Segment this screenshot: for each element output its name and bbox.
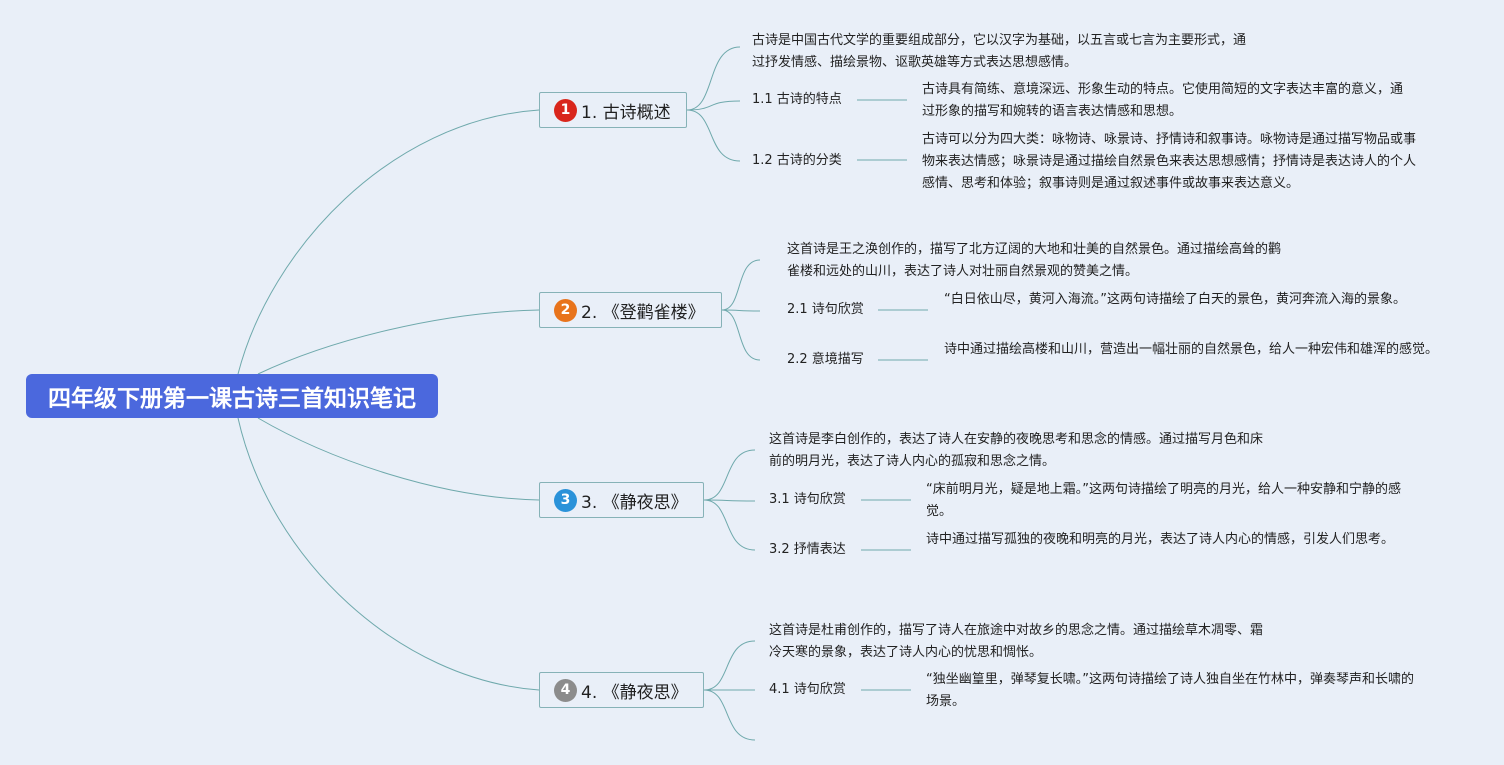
- subtopic-1-1[interactable]: 1.1 古诗的特点: [752, 92, 842, 107]
- connector-topic-2-child-2: [721, 309, 761, 312]
- number-badge-4: 4: [554, 678, 577, 702]
- topic-2-title: 2. 《登鹳雀楼》: [581, 302, 705, 323]
- subtopic-2-2[interactable]: 2.2 意境描写: [787, 352, 864, 367]
- subtopic-3-1[interactable]: 3.1 诗句欣赏: [769, 492, 846, 507]
- topic-1-title: 1. 古诗概述: [581, 102, 671, 123]
- subtopic-3-2-note[interactable]: 诗中通过描写孤独的夜晚和明亮的月光，表达了诗人内心的情感，引发人们思考。: [926, 532, 1395, 547]
- subtopic-2-1[interactable]: 2.1 诗句欣赏: [787, 302, 864, 317]
- topic-3-title: 3. 《静夜思》: [581, 492, 688, 513]
- connector-topic-3-child-1: [703, 449, 756, 501]
- topic-2[interactable]: 2 2. 《登鹳雀楼》: [539, 292, 722, 328]
- topic-4-title: 4. 《静夜思》: [581, 682, 688, 703]
- number-badge-3: 3: [554, 488, 577, 512]
- root-topic[interactable]: 四年级下册第一课古诗三首知识笔记: [26, 374, 438, 418]
- connector-topic-1-child-2: [686, 100, 741, 111]
- topic-1-summary[interactable]: 古诗是中国古代文学的重要组成部分，它以汉字为基础，以五言或七言为主要形式，通过抒…: [752, 33, 1247, 70]
- connector-topic-1-child-3: [686, 109, 741, 162]
- connector-topic-1-child-1: [686, 46, 741, 111]
- subtopic-1-2-note[interactable]: 古诗可以分为四大类：咏物诗、咏景诗、抒情诗和叙事诗。咏物诗是通过描写物品或事物来…: [922, 132, 1417, 191]
- connector-topic-4-child-1: [703, 640, 756, 691]
- subtopic-4-1[interactable]: 4.1 诗句欣赏: [769, 682, 846, 697]
- topic-4-summary[interactable]: 这首诗是杜甫创作的，描写了诗人在旅途中对故乡的思念之情。通过描绘草木凋零、霜冷天…: [769, 623, 1264, 660]
- subtopic-4-1-note[interactable]: “独坐幽篁里，弹琴复长啸。”这两句诗描绘了诗人独自坐在竹林中，弹奏琴声和长啸的场…: [926, 672, 1414, 709]
- subtopic-2-2-note[interactable]: 诗中通过描绘高楼和山川，营造出一幅壮丽的自然景色，给人一种宏伟和雄浑的感觉。: [944, 342, 1439, 357]
- topic-2-summary[interactable]: 这首诗是王之涣创作的，描写了北方辽阔的大地和壮美的自然景色。通过描绘高耸的鹳雀楼…: [787, 242, 1282, 279]
- number-badge-1: 1: [554, 98, 577, 122]
- topic-3-summary[interactable]: 这首诗是李白创作的，表达了诗人在安静的夜晚思考和思念的情感。通过描写月色和床前的…: [769, 432, 1264, 469]
- connector-topic-2-child-1: [721, 259, 761, 311]
- subtopic-1-2[interactable]: 1.2 古诗的分类: [752, 153, 842, 168]
- connector-topic-3-child-2: [703, 499, 756, 502]
- connector-root-topic-2: [257, 309, 540, 375]
- topic-3[interactable]: 3 3. 《静夜思》: [539, 482, 704, 518]
- subtopic-1-1-note[interactable]: 古诗具有简练、意境深远、形象生动的特点。它使用简短的文字表达丰富的意义，通过形象…: [922, 82, 1404, 119]
- connector-topic-4-child-3: [703, 689, 756, 741]
- topic-4[interactable]: 4 4. 《静夜思》: [539, 672, 704, 708]
- connector-root-topic-3: [257, 417, 540, 501]
- number-badge-2: 2: [554, 298, 577, 322]
- connector-topic-3-child-3: [703, 499, 756, 551]
- connector-root-topic-1: [237, 109, 540, 375]
- subtopic-3-2[interactable]: 3.2 抒情表达: [769, 542, 846, 557]
- subtopic-3-1-note[interactable]: “床前明月光，疑是地上霜。”这两句诗描绘了明亮的月光，给人一种安静和宁静的感觉。: [926, 482, 1401, 519]
- connector-root-topic-4: [237, 417, 540, 691]
- subtopic-2-1-note[interactable]: “白日依山尽，黄河入海流。”这两句诗描绘了白天的景色，黄河奔流入海的景象。: [944, 292, 1406, 307]
- connector-topic-2-child-3: [721, 309, 761, 361]
- topic-1[interactable]: 1 1. 古诗概述: [539, 92, 687, 128]
